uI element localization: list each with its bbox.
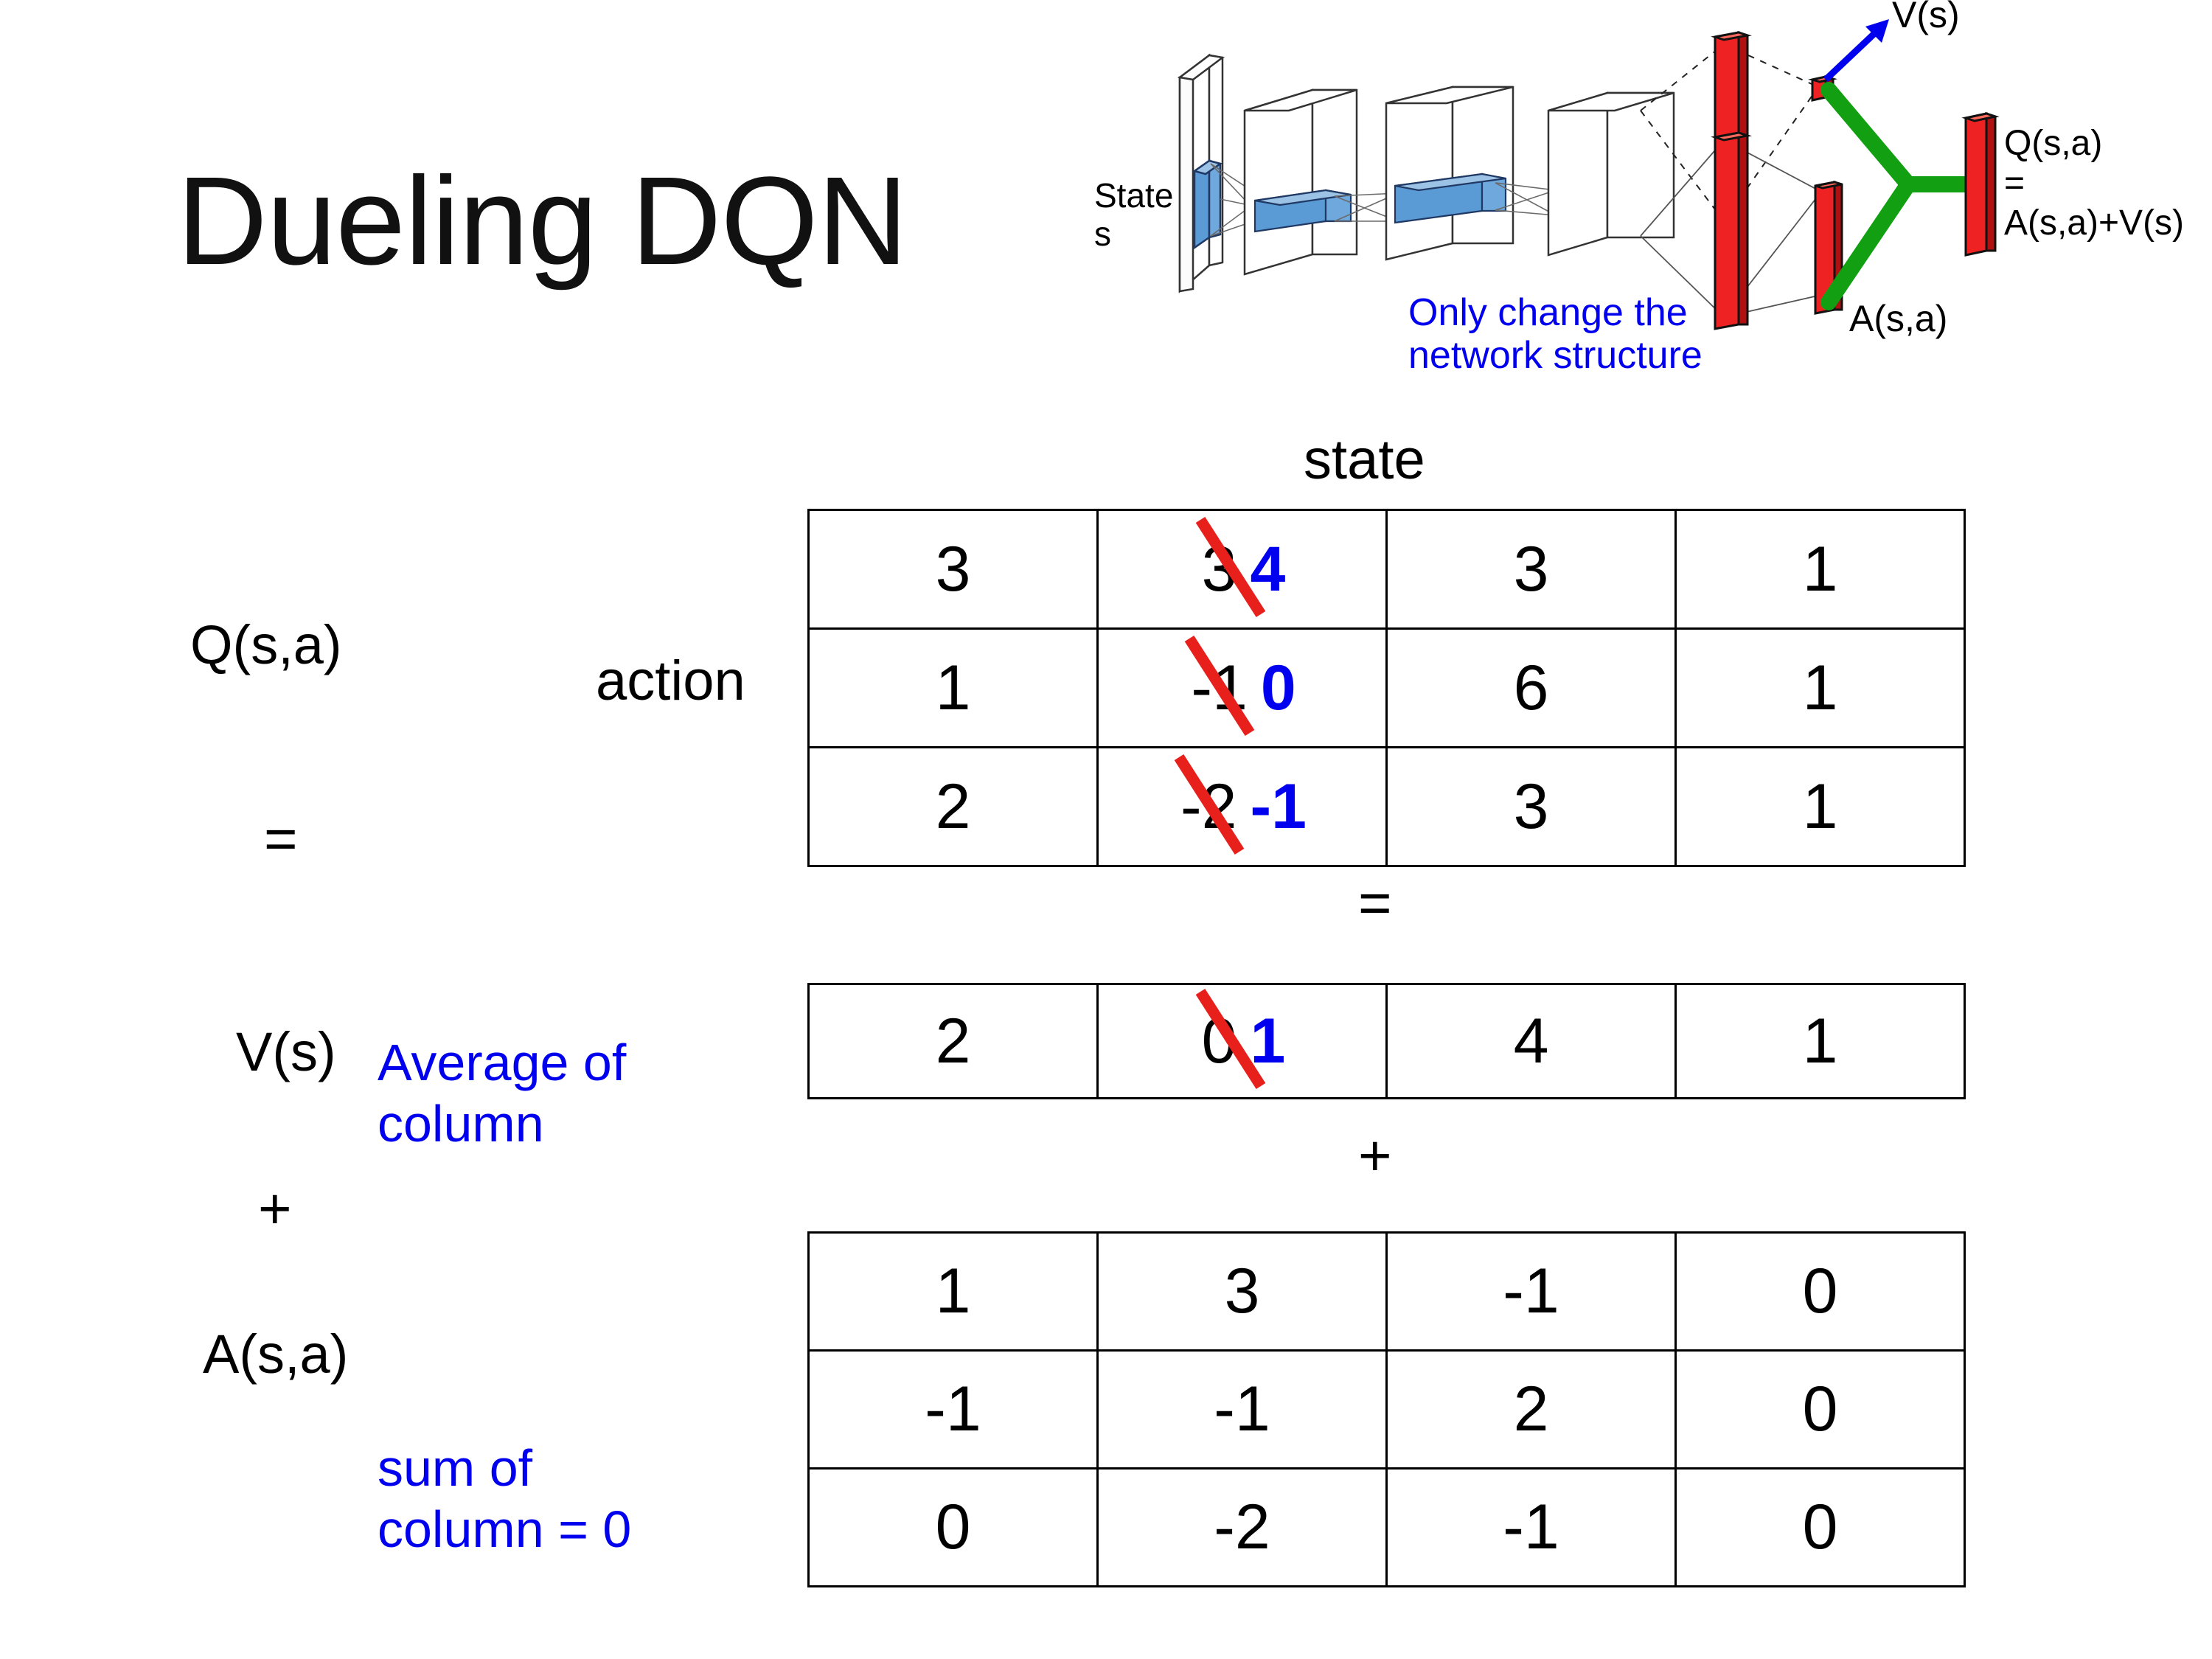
merge-connector-icon: [1820, 82, 1977, 310]
conv-block-2-icon: [1385, 86, 1514, 261]
table-row: -1 -1 2 0: [807, 1349, 1966, 1470]
cell[interactable]: 3: [1385, 746, 1677, 867]
state-axis-label: state: [1304, 428, 1425, 491]
cell[interactable]: 2: [807, 983, 1099, 1099]
v-function-label: V(s): [236, 1021, 336, 1082]
corrected-value: -1: [1250, 771, 1307, 842]
page-title: Dueling DQN: [177, 151, 908, 291]
v-output-arrow-icon: [1823, 19, 1889, 83]
cell[interactable]: 4: [1385, 983, 1677, 1099]
a-function-label: A(s,a): [203, 1324, 349, 1385]
table-row: 1 3 -1 0: [807, 1231, 1966, 1352]
v-value-table: 2 0 1 4 1: [807, 983, 1966, 1099]
conv-block-3-icon: [1547, 91, 1675, 257]
old-value: -2: [1174, 754, 1245, 855]
cell-corrected[interactable]: -1 0: [1096, 627, 1388, 748]
conv-filter-2-icon: [1394, 173, 1507, 224]
a-output-label: A(s,a): [1849, 298, 1948, 339]
cell[interactable]: 3: [1385, 509, 1677, 630]
connection-lines-3: [1495, 182, 1557, 216]
plus-symbol-left: +: [258, 1176, 292, 1241]
cell[interactable]: -2: [1096, 1467, 1388, 1587]
q-output-label: Q(s,a) = A(s,a)+V(s): [2004, 124, 2185, 243]
equals-symbol-mid: =: [1358, 870, 1392, 935]
plus-symbol-mid: +: [1358, 1123, 1392, 1188]
cell[interactable]: -1: [1385, 1467, 1677, 1587]
cell[interactable]: 0: [1674, 1349, 1966, 1470]
cell[interactable]: 1: [1674, 627, 1966, 748]
cell-corrected[interactable]: -2 -1: [1096, 746, 1388, 867]
equals-symbol-left: =: [264, 806, 298, 871]
v-output-label: V(s): [1892, 0, 1960, 35]
network-svg: [1177, 19, 2000, 330]
conv-filter-1-icon: [1253, 189, 1352, 233]
conv-block-1-icon: [1243, 88, 1358, 276]
cell[interactable]: 0: [807, 1467, 1099, 1587]
cell[interactable]: -1: [1385, 1231, 1677, 1352]
old-value: -1: [1185, 635, 1255, 736]
table-row: 2 -2 -1 3 1: [807, 746, 1966, 867]
old-value: 3: [1195, 516, 1265, 617]
cell[interactable]: 2: [807, 746, 1099, 867]
corrected-value: 1: [1250, 1005, 1286, 1077]
cell[interactable]: 1: [807, 627, 1099, 748]
cell-corrected[interactable]: 3 4: [1096, 509, 1388, 630]
q-output-bar-icon: [1961, 111, 2000, 257]
table-row: 3 3 4 3 1: [807, 509, 1966, 630]
advantage-stream-bar-icon: [1711, 131, 1752, 330]
cell[interactable]: -1: [1096, 1349, 1388, 1470]
corrected-value: 0: [1260, 652, 1296, 723]
cell[interactable]: 2: [1385, 1349, 1677, 1470]
cell[interactable]: 1: [1674, 746, 1966, 867]
cell[interactable]: 0: [1674, 1467, 1966, 1587]
input-filter-icon: [1192, 159, 1222, 250]
corrected-value: 4: [1250, 533, 1286, 605]
table-row: 0 -2 -1 0: [807, 1467, 1966, 1587]
cell[interactable]: 3: [807, 509, 1099, 630]
cell[interactable]: 3: [1096, 1231, 1388, 1352]
dueling-network-diagram: State s Only change the network structur…: [1091, 0, 2212, 420]
cell[interactable]: 0: [1674, 1231, 1966, 1352]
cell[interactable]: 6: [1385, 627, 1677, 748]
cell[interactable]: 1: [1674, 509, 1966, 630]
table-row: 1 -1 0 6 1: [807, 627, 1966, 748]
state-input-label: State s: [1094, 176, 1174, 253]
old-value: 0: [1195, 988, 1265, 1089]
cell[interactable]: 1: [807, 1231, 1099, 1352]
cell[interactable]: 1: [1674, 983, 1966, 1099]
average-of-column-note: Average of column: [378, 1034, 627, 1152]
advantage-value-table: 1 3 -1 0 -1 -1 2 0 0 -2 -1 0: [807, 1231, 1966, 1587]
sum-of-column-note: sum of column = 0: [378, 1439, 632, 1558]
network-change-note: Only change the network structure: [1408, 291, 1703, 378]
table-row: 2 0 1 4 1: [807, 983, 1966, 1099]
action-axis-label: action: [596, 650, 745, 712]
cell[interactable]: -1: [807, 1349, 1099, 1470]
q-function-label: Q(s,a): [190, 614, 342, 675]
q-value-table: 3 3 4 3 1 1 -1: [807, 509, 1966, 867]
cell-corrected[interactable]: 0 1: [1096, 983, 1388, 1099]
